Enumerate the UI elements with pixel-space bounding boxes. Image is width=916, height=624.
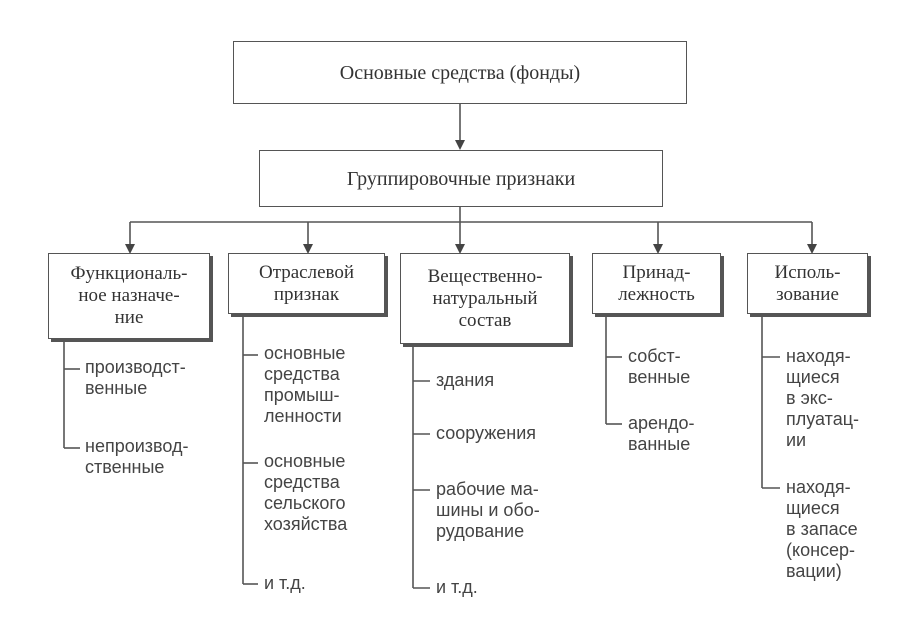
group-box: Группировочные признаки (259, 150, 663, 207)
item-leased: арендо- ванные (628, 413, 695, 454)
item-production: производст- венные (85, 357, 186, 398)
category-box-ownership: Принад- лежность (592, 253, 721, 314)
item-structures: сооружения (436, 423, 537, 443)
item-non-production: непроизвод- ственные (85, 436, 189, 477)
category-box-function: Функциональ- ное назначе- ние (48, 253, 210, 339)
item-etc-2: и т.д. (264, 573, 306, 593)
item-owned: собст- венные (628, 346, 691, 387)
category-box-industry: Отраслевой признак (228, 253, 385, 314)
item-machinery: рабочие ма- шины и обо- рудование (436, 479, 540, 541)
item-buildings: здания (436, 370, 495, 390)
category-box-usage: Исполь- зование (747, 253, 868, 314)
item-in-operation: находя- щиеся в экс- плуатац- ии (786, 346, 860, 450)
item-in-reserve: находя- щиеся в запасе (консер- вации) (786, 477, 858, 581)
item-etc-3: и т.д. (436, 577, 478, 597)
root-box: Основные средства (фонды) (233, 41, 687, 104)
item-agriculture-assets: основные средства сельского хозяйства (264, 451, 348, 534)
category-box-material: Вещественно- натуральный состав (400, 253, 570, 344)
item-industry-assets: основные средства промыш- ленности (264, 343, 346, 426)
